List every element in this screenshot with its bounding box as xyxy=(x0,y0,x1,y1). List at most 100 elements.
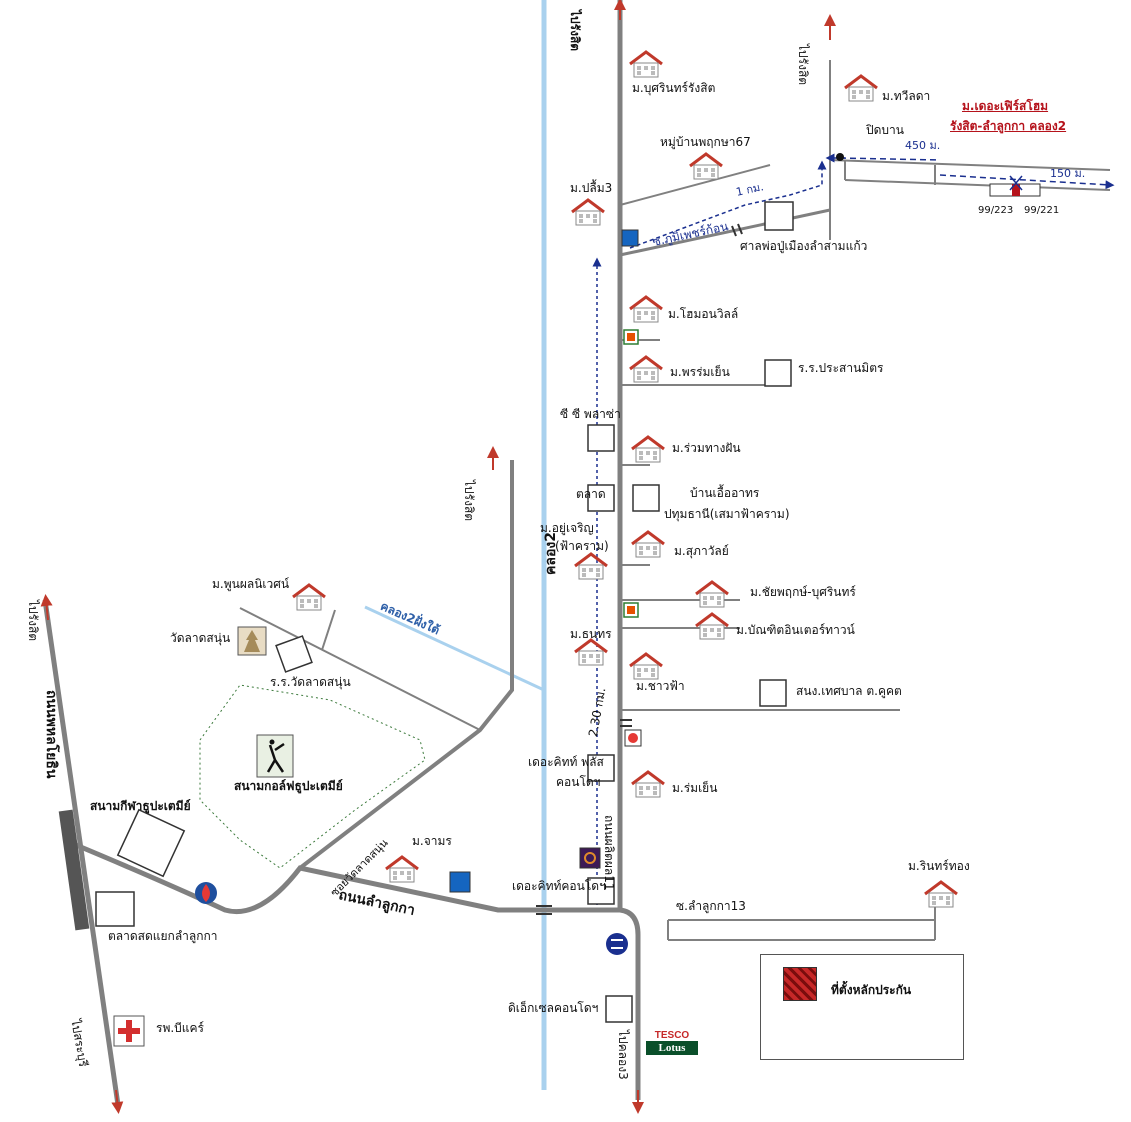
legend-label: ที่ตั้งหลักประกัน xyxy=(831,983,912,997)
label-stadium: สนามกีฬาธูปะเตมีย์ xyxy=(90,799,191,813)
label-m-pruksa: หมู่บ้านพฤกษา67 xyxy=(660,135,751,149)
house-icon xyxy=(630,530,666,559)
label-ban-ua: บ้านเอื้ออาทร xyxy=(690,486,760,500)
label-the-kit2: เดอะคิทท์คอนโดฯ xyxy=(512,879,606,893)
house-icon xyxy=(694,612,730,641)
label-m-thawee: ม.ทวีลดา xyxy=(882,89,931,103)
label-m-jamorn: ม.จามร xyxy=(412,834,452,848)
label-m-baan: ม.บัณฑิตอินเตอร์ทาวน์ xyxy=(736,623,855,637)
label-to-khlong3: ไปคลอง3 xyxy=(616,1030,630,1080)
label-khao-pam: ศาลพ่อปู่เมืองลำสามแก้ว xyxy=(740,239,868,253)
road-soi-phumphet xyxy=(619,208,831,257)
building-icon xyxy=(764,201,794,231)
road-soi-wat xyxy=(298,460,514,870)
label-m-rin: ม.รินทร์ทอง xyxy=(908,859,970,873)
label-ban-ua2: ปทุมธานี(เสมาฟ้าคราม) xyxy=(664,507,790,521)
market-icon xyxy=(95,891,135,927)
paholyothin-bridge xyxy=(58,809,90,931)
label-wat: วัดลาดสนุ่น xyxy=(170,631,231,645)
house-icon xyxy=(384,855,420,884)
route-1km xyxy=(629,160,827,249)
building-icon xyxy=(587,754,615,782)
house-icon xyxy=(628,652,664,681)
start-point-marker xyxy=(836,153,844,161)
label-rangsit-top: ไปรังสิต xyxy=(568,10,582,52)
road-phunphon xyxy=(239,607,481,731)
bank-icon xyxy=(449,871,471,893)
bank-icon xyxy=(579,847,601,869)
property-marker xyxy=(1012,184,1020,196)
road-phunphon-spur xyxy=(321,609,336,651)
label-rangsit-left: ไปรังสิต xyxy=(26,600,40,642)
label-m-porn: ม.พรร่มเย็น xyxy=(670,365,730,379)
label-m-bun: ม.บุศรินทร์รังสิต xyxy=(632,81,716,95)
road-paholyothin xyxy=(42,599,121,1106)
label-house-no-2: 99/221 xyxy=(1024,205,1060,216)
label-sanng: สนง.เทศบาล ต.คูคต xyxy=(796,684,902,698)
bank-icon xyxy=(621,229,639,247)
building-icon xyxy=(587,424,615,452)
label-paholyothin: ถนนพหลโยธิน xyxy=(43,690,59,779)
golf-course-boundary xyxy=(199,684,426,869)
label-hospital: รพ.บีแคร์ xyxy=(156,1021,204,1035)
house-icon xyxy=(628,295,664,324)
label-digital: ดิเอ็กเซลคอนโดฯ xyxy=(508,1001,599,1015)
house-icon xyxy=(630,770,666,799)
tesco-lotus-logo: TESCO Lotus xyxy=(646,1030,698,1055)
road-property-bottom xyxy=(844,179,1111,191)
label-rangsit-mid: ไปรังสิต xyxy=(462,480,476,522)
label-m-ruam: ม.ร่วมทางฝัน xyxy=(672,441,741,455)
label-cc-plaza: ซี ซี พลาซ่า xyxy=(560,407,621,421)
house-icon xyxy=(923,880,959,909)
label-dist-150: 150 ม. xyxy=(1050,167,1086,180)
building-icon xyxy=(632,484,660,512)
label-house-no-1: 99/223 xyxy=(978,205,1014,216)
building-icon xyxy=(587,484,615,512)
label-start-point: ปิดบาน xyxy=(866,123,904,137)
label-m-chaofa: ม.ชาวฟ้า xyxy=(636,679,685,693)
house-icon xyxy=(694,580,730,609)
canal-khlong2-south xyxy=(364,605,545,692)
legend-swatch xyxy=(783,967,817,1001)
building-icon xyxy=(764,359,792,387)
house-icon xyxy=(628,50,664,79)
road-lamlukka xyxy=(75,842,620,915)
stadium-icon xyxy=(116,808,186,878)
label-m-pleum: ม.ปลื้ม3 xyxy=(570,181,613,195)
road-pruksa xyxy=(619,164,771,206)
label-the-kit1: เดอะคิทท์ พลัส xyxy=(528,755,604,769)
building-icon xyxy=(587,877,615,905)
route-150m xyxy=(939,174,1115,190)
label-rangsit-right: ไปรังสิต xyxy=(796,44,810,86)
house-icon xyxy=(291,583,327,612)
road-property-top xyxy=(829,159,1111,171)
label-market: ตลาดสดแยกลำลูกกา xyxy=(108,929,218,943)
house-icon xyxy=(843,74,879,103)
route-450m xyxy=(839,157,941,161)
label-m-homewill: ม.โฮมอนวิลล์ xyxy=(668,307,739,321)
label-m-supha: ม.สุภาวัลย์ xyxy=(674,544,729,558)
label-school-pra: ร.ร.ประสานมิตร xyxy=(798,361,884,375)
house-icon xyxy=(573,638,609,667)
label-school-wat: ร.ร.วัดลาดสนุ่น xyxy=(270,675,351,689)
label-soi-lamlukka13: ซ.ลำลูกกา13 xyxy=(676,899,746,913)
bank-icon xyxy=(606,933,628,955)
golf-icon xyxy=(256,734,294,778)
building-icon xyxy=(275,635,313,673)
house-icon xyxy=(570,198,606,227)
label-the-kit1b: คอนโดฯ xyxy=(556,775,601,789)
label-golf: สนามกอล์ฟธูปะเตมีย์ xyxy=(234,779,343,793)
property-subtitle: รังสิต-ลำลูกกา คลอง2 xyxy=(950,119,1067,133)
label-m-chai: ม.ชัยพฤกษ์-บุศรินทร์ xyxy=(750,585,856,599)
legend-box: ที่ตั้งหลักประกัน xyxy=(760,954,964,1060)
label-talad: ตลาด xyxy=(576,487,606,501)
label-m-tanawat: ม.ธนทร xyxy=(570,627,612,641)
building-icon xyxy=(605,995,633,1023)
property-title: ม.เดอะเฟิร์สโฮม xyxy=(962,99,1049,113)
road-to-khlong3 xyxy=(619,907,641,1100)
house-icon xyxy=(630,435,666,464)
building-icon xyxy=(759,679,787,707)
label-dist-450: 450 ม. xyxy=(905,139,941,152)
